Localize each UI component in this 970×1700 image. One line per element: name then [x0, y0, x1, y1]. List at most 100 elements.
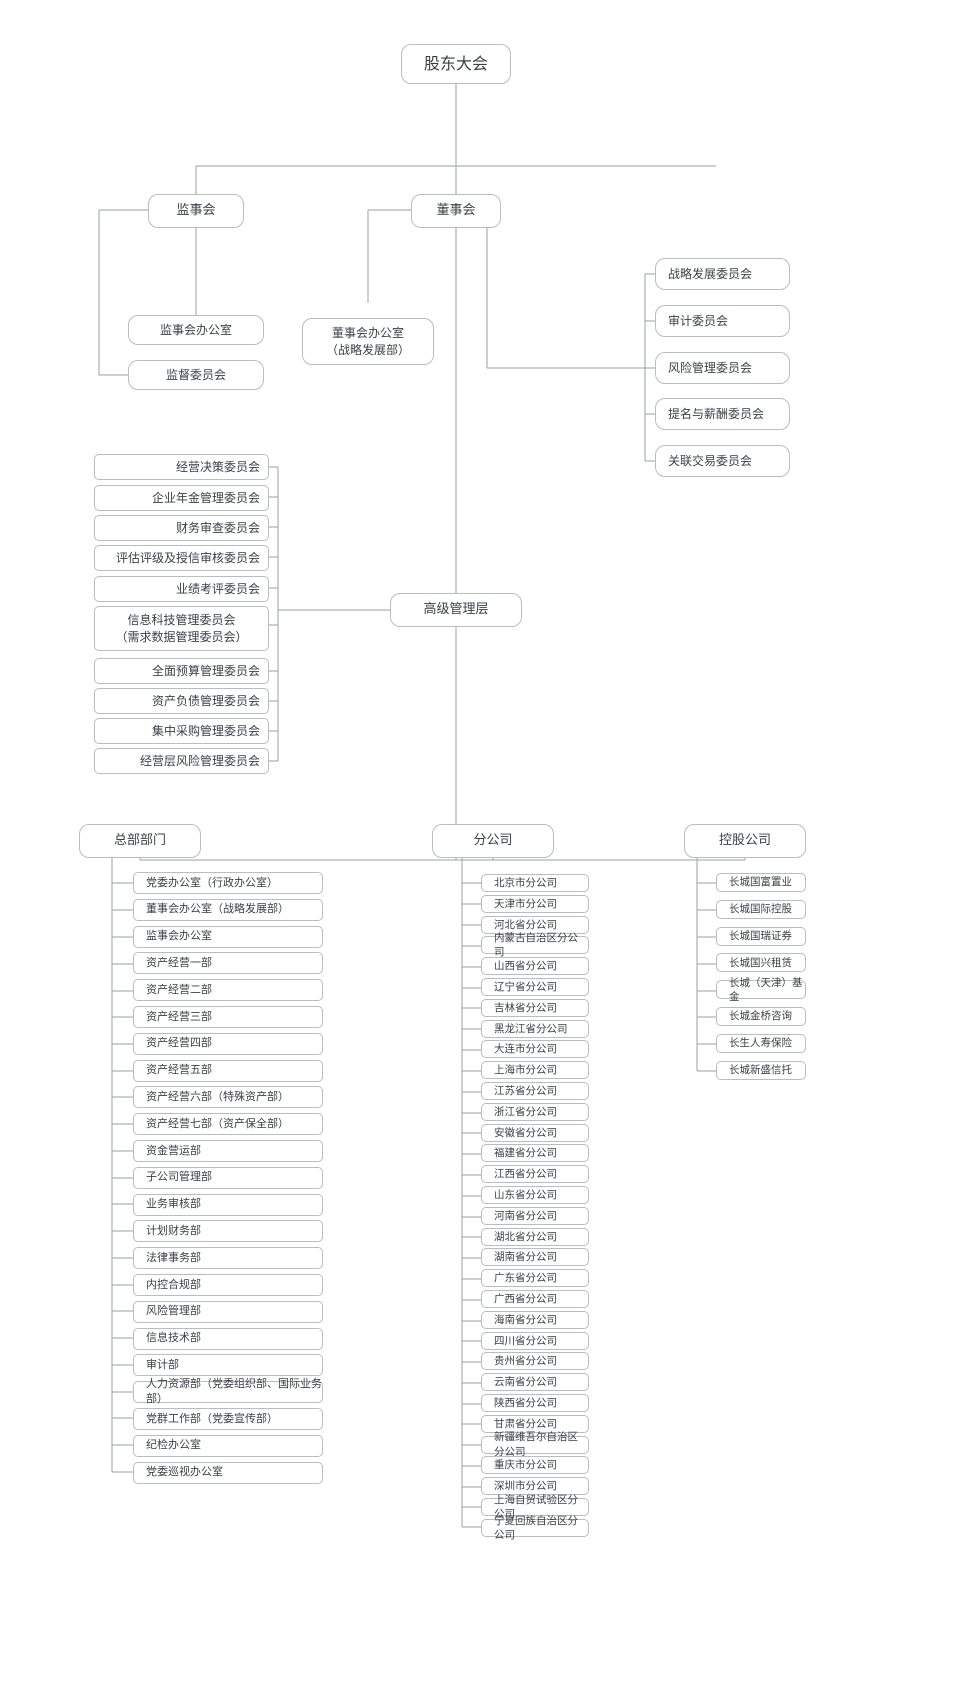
node-label: 全面预算管理委员会 [151, 663, 260, 678]
node-branch-company-30[interactable]: 上海自贸试验区分公司 [481, 1494, 589, 1520]
node-hq-department-21[interactable]: 纪检办公室 [133, 1434, 323, 1457]
node-board-office[interactable]: 董事会办公室 （战略发展部） [302, 318, 434, 365]
node-senior-management[interactable]: 高级管理层 [390, 593, 522, 627]
node-mgmt-committee-3[interactable]: 评估评级及授信审核委员会 [94, 545, 269, 571]
node-branch-company-25[interactable]: 陕西省分公司 [481, 1394, 589, 1412]
node-branch-company-26[interactable]: 甘肃省分公司 [481, 1414, 589, 1433]
node-board-committee-4[interactable]: 关联交易委员会 [655, 445, 790, 477]
node-branch-company-14[interactable]: 江西省分公司 [481, 1165, 589, 1184]
node-mgmt-committee-4[interactable]: 业绩考评委员会 [94, 576, 269, 602]
node-branch-company-9[interactable]: 上海市分公司 [481, 1061, 589, 1080]
node-branch-company-6[interactable]: 吉林省分公司 [481, 998, 589, 1017]
node-label: 股东大会 [423, 54, 488, 74]
node-mgmt-committee-6[interactable]: 全面预算管理委员会 [94, 658, 269, 684]
node-hq-department-7[interactable]: 资产经营五部 [133, 1059, 323, 1082]
node-branch-company-2[interactable]: 河北省分公司 [481, 915, 589, 934]
node-holding-company-2[interactable]: 长城国瑞证券 [716, 926, 806, 946]
node-supervisory-board[interactable]: 监事会 [148, 194, 244, 228]
node-hq-department-19[interactable]: 人力资源部（党委组织部、国际业务部） [133, 1377, 323, 1405]
node-branch-company-28[interactable]: 重庆市分公司 [481, 1456, 589, 1475]
node-hq-department-18[interactable]: 审计部 [133, 1354, 323, 1377]
node-hq-department-12[interactable]: 业务审核部 [133, 1193, 323, 1216]
group-label: 控股公司 [718, 833, 771, 849]
node-hq-department-22[interactable]: 党委巡视办公室 [133, 1461, 323, 1484]
node-label: 人力资源部（党委组织部、国际业务部） [146, 1377, 322, 1406]
node-holding-company-0[interactable]: 长城国富置业 [716, 873, 806, 892]
node-branch-company-17[interactable]: 湖北省分公司 [481, 1227, 589, 1246]
node-label: 长城国兴租赁 [729, 956, 792, 969]
node-hq-department-6[interactable]: 资产经营四部 [133, 1032, 323, 1055]
node-branch-company-16[interactable]: 河南省分公司 [481, 1206, 589, 1225]
node-hq-department-17[interactable]: 信息技术部 [133, 1327, 323, 1350]
node-hq-department-5[interactable]: 资产经营三部 [133, 1006, 323, 1028]
node-holding-company-7[interactable]: 长城新盛信托 [716, 1060, 806, 1080]
node-mgmt-committee-2[interactable]: 财务审查委员会 [94, 515, 269, 541]
group-header-branch[interactable]: 分公司 [432, 824, 554, 858]
node-holding-company-5[interactable]: 长城金桥咨询 [716, 1007, 806, 1026]
node-supervision-committee[interactable]: 监督委员会 [128, 360, 264, 390]
group-header-hq[interactable]: 总部部门 [79, 824, 201, 858]
node-branch-company-18[interactable]: 湖南省分公司 [481, 1248, 589, 1267]
node-label: 贵州省分公司 [494, 1355, 557, 1368]
node-branch-company-12[interactable]: 安徽省分公司 [481, 1123, 589, 1142]
node-branch-company-5[interactable]: 辽宁省分公司 [481, 978, 589, 996]
node-hq-department-0[interactable]: 党委办公室（行政办公室） [133, 872, 323, 894]
node-hq-department-3[interactable]: 资产经营一部 [133, 952, 323, 975]
node-hq-department-16[interactable]: 风险管理部 [133, 1300, 323, 1323]
node-hq-department-9[interactable]: 资产经营七部（资产保全部） [133, 1113, 323, 1136]
node-branch-company-19[interactable]: 广东省分公司 [481, 1269, 589, 1288]
node-hq-department-8[interactable]: 资产经营六部（特殊资产部） [133, 1086, 323, 1109]
node-branch-company-8[interactable]: 大连市分公司 [481, 1040, 589, 1059]
node-board-committee-2[interactable]: 风险管理委员会 [655, 352, 790, 384]
node-board-committee-3[interactable]: 提名与薪酬委员会 [655, 398, 790, 430]
node-branch-company-27[interactable]: 新疆维吾尔自治区分公司 [481, 1431, 589, 1458]
node-hq-department-20[interactable]: 党群工作部（党委宣传部） [133, 1408, 323, 1430]
node-branch-company-21[interactable]: 海南省分公司 [481, 1310, 589, 1329]
node-supervisory-office[interactable]: 监事会办公室 [128, 315, 264, 345]
node-hq-department-10[interactable]: 资金营运部 [133, 1140, 323, 1162]
node-branch-company-13[interactable]: 福建省分公司 [481, 1144, 589, 1163]
node-hq-department-11[interactable]: 子公司管理部 [133, 1166, 323, 1189]
node-hq-department-2[interactable]: 监事会办公室 [133, 925, 323, 948]
node-hq-department-4[interactable]: 资产经营二部 [133, 979, 323, 1002]
node-board-committee-0[interactable]: 战略发展委员会 [655, 258, 790, 290]
node-holding-company-1[interactable]: 长城国际控股 [716, 899, 806, 919]
node-branch-company-31[interactable]: 宁夏回族自治区分公司 [481, 1515, 589, 1541]
node-hq-department-1[interactable]: 董事会办公室（战略发展部） [133, 898, 323, 921]
node-mgmt-committee-5[interactable]: 信息科技管理委员会 （需求数据管理委员会） [94, 606, 269, 651]
node-branch-company-1[interactable]: 天津市分公司 [481, 894, 589, 913]
node-branch-company-24[interactable]: 云南省分公司 [481, 1373, 589, 1392]
node-branch-company-7[interactable]: 黑龙江省分公司 [481, 1019, 589, 1038]
node-holding-company-4[interactable]: 长城（天津）基金 [716, 977, 806, 1003]
node-branch-company-4[interactable]: 山西省分公司 [481, 957, 589, 976]
node-board-committee-1[interactable]: 审计委员会 [655, 305, 790, 337]
node-branch-company-11[interactable]: 浙江省分公司 [481, 1102, 589, 1121]
node-label: 子公司管理部 [146, 1170, 212, 1184]
node-label: 长城国际控股 [729, 903, 792, 916]
node-hq-department-15[interactable]: 内控合规部 [133, 1274, 323, 1296]
node-branch-company-3[interactable]: 内蒙古自治区分公司 [481, 932, 589, 958]
node-mgmt-committee-9[interactable]: 经营层风险管理委员会 [94, 748, 269, 774]
node-label: 广东省分公司 [494, 1272, 557, 1285]
node-branch-company-15[interactable]: 山东省分公司 [481, 1186, 589, 1204]
node-shareholders-meeting[interactable]: 股东大会 [401, 44, 511, 84]
node-branch-company-0[interactable]: 北京市分公司 [481, 874, 589, 892]
node-label: 陕西省分公司 [494, 1396, 557, 1409]
group-header-holding[interactable]: 控股公司 [684, 824, 806, 858]
node-branch-company-23[interactable]: 贵州省分公司 [481, 1352, 589, 1371]
node-branch-company-10[interactable]: 江苏省分公司 [481, 1082, 589, 1100]
node-mgmt-committee-1[interactable]: 企业年金管理委员会 [94, 485, 269, 511]
node-holding-company-6[interactable]: 长生人寿保险 [716, 1033, 806, 1053]
node-label: 经营决策委员会 [175, 459, 260, 474]
node-hq-department-13[interactable]: 计划财务部 [133, 1220, 323, 1243]
node-branch-company-20[interactable]: 广西省分公司 [481, 1290, 589, 1308]
node-board-of-directors[interactable]: 董事会 [411, 194, 501, 228]
node-branch-company-22[interactable]: 四川省分公司 [481, 1331, 589, 1350]
node-hq-department-14[interactable]: 法律事务部 [133, 1247, 323, 1270]
node-mgmt-committee-8[interactable]: 集中采购管理委员会 [94, 718, 269, 744]
node-mgmt-committee-7[interactable]: 资产负债管理委员会 [94, 688, 269, 714]
node-label: 业绩考评委员会 [175, 581, 260, 596]
node-holding-company-3[interactable]: 长城国兴租赁 [716, 953, 806, 973]
node-branch-company-29[interactable]: 深圳市分公司 [481, 1477, 589, 1496]
node-mgmt-committee-0[interactable]: 经营决策委员会 [94, 454, 269, 480]
